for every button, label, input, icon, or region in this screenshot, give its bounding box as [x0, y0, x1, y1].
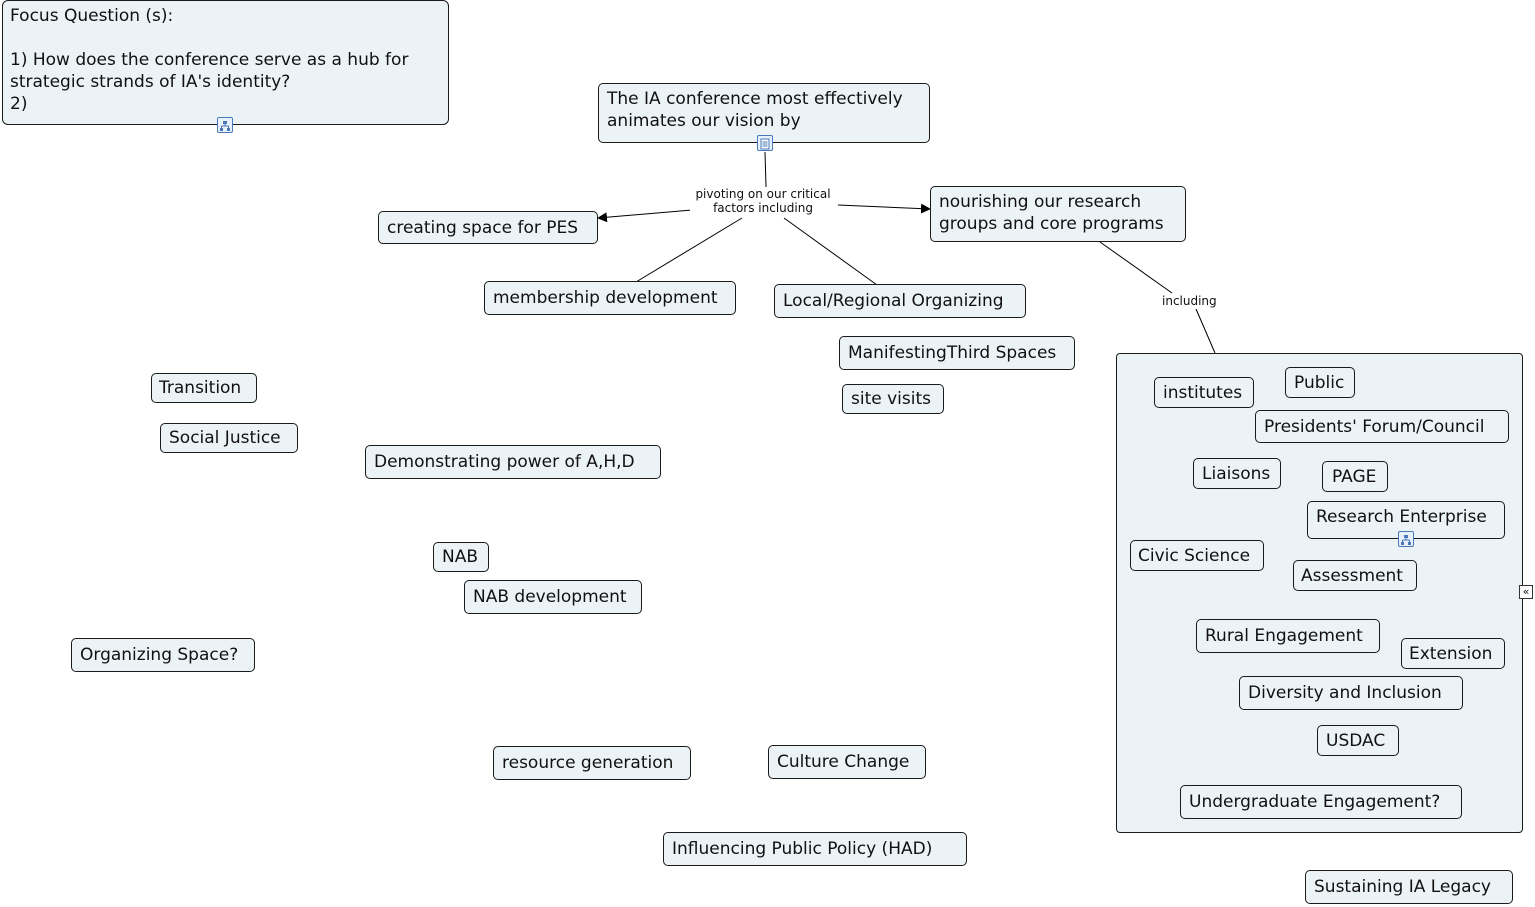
link-pivot-to-membership [635, 217, 743, 283]
concept-demonstrating[interactable]: Demonstrating power of A,H,D [365, 445, 661, 479]
group-item-presidents-forum[interactable]: Presidents' Forum/Council [1255, 410, 1509, 443]
focus-question-box[interactable]: Focus Question (s): 1) How does the conf… [2, 0, 449, 125]
group-item-public[interactable]: Public [1285, 367, 1355, 398]
focus-question-heading: Focus Question (s): [10, 6, 174, 26]
group-item-extension[interactable]: Extension [1401, 638, 1505, 669]
main-concept-node[interactable]: The IA conference most effectively anima… [598, 83, 930, 143]
group-item-undergraduate[interactable]: Undergraduate Engagement? [1180, 785, 1462, 819]
concept-local-regional[interactable]: Local/Regional Organizing [774, 284, 1026, 318]
link-main-to-pivot [764, 151, 767, 188]
main-concept-label: The IA conference most effectively anima… [607, 89, 903, 131]
group-item-diversity-inclusion[interactable]: Diversity and Inclusion [1239, 676, 1463, 710]
concept-nab-development[interactable]: NAB development [464, 580, 642, 614]
link-pivot-to-creating-space [597, 209, 693, 223]
concept-culture-change[interactable]: Culture Change [768, 745, 926, 779]
link-pivot-to-nourishing [837, 203, 931, 214]
link-including-to-group [1195, 308, 1216, 354]
link-pivot-to-local [783, 217, 878, 286]
group-item-assessment[interactable]: Assessment [1293, 560, 1417, 591]
concept-transition[interactable]: Transition [151, 373, 257, 403]
collapse-icon[interactable]: « [1519, 585, 1533, 599]
group-item-civic-science[interactable]: Civic Science [1130, 540, 1264, 571]
concept-nab[interactable]: NAB [433, 542, 489, 572]
concept-organizing-space[interactable]: Organizing Space? [71, 638, 255, 672]
concept-creating-space[interactable]: creating space for PES [378, 211, 598, 244]
concept-social-justice[interactable]: Social Justice [160, 423, 298, 453]
concept-nourishing[interactable]: nourishing our research groups and core … [930, 186, 1186, 242]
concept-membership[interactable]: membership development [484, 281, 736, 315]
focus-question-body: 1) How does the conference serve as a hu… [10, 50, 409, 114]
concept-third-spaces[interactable]: ManifestingThird Spaces [839, 336, 1075, 370]
group-item-usdac[interactable]: USDAC [1317, 725, 1399, 756]
submap-icon[interactable] [1398, 531, 1414, 547]
link-label-pivoting: pivoting on our critical factors includi… [690, 187, 836, 215]
concept-public-policy[interactable]: Influencing Public Policy (HAD) [663, 832, 967, 866]
submap-icon[interactable] [217, 117, 233, 133]
concept-sustaining[interactable]: Sustaining IA Legacy [1305, 870, 1513, 904]
link-label-including: including [1162, 294, 1217, 308]
concept-site-visits[interactable]: site visits [842, 384, 944, 414]
group-item-institutes[interactable]: institutes [1154, 377, 1254, 408]
concept-nourishing-label: nourishing our research groups and core … [939, 192, 1164, 234]
group-item-page[interactable]: PAGE [1322, 461, 1388, 492]
concept-resource-generation[interactable]: resource generation [493, 746, 691, 780]
group-item-rural-engagement[interactable]: Rural Engagement [1196, 619, 1380, 653]
link-nourishing-to-including [1099, 241, 1173, 294]
group-item-liaisons[interactable]: Liaisons [1193, 458, 1281, 489]
document-icon[interactable] [757, 135, 773, 151]
